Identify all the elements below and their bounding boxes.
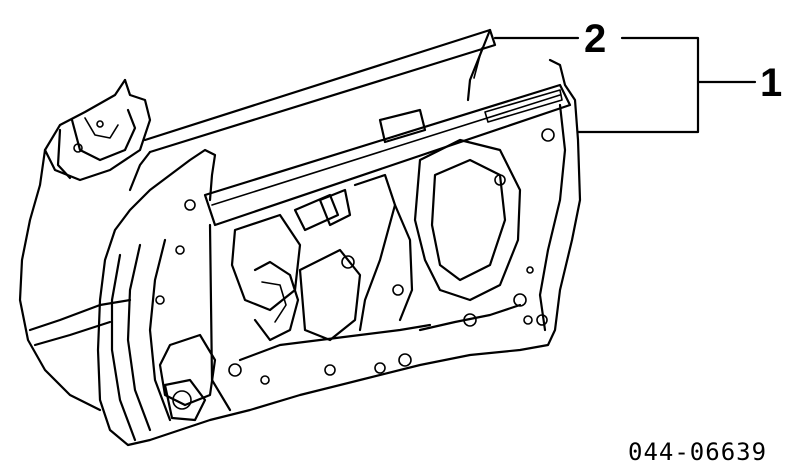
window-frame-weatherstrip bbox=[128, 28, 497, 192]
outer-door-shell bbox=[18, 78, 152, 412]
inner-door-panel bbox=[96, 58, 582, 447]
callout-1-bracket bbox=[576, 36, 757, 134]
callout-number-1: 1 bbox=[760, 61, 782, 105]
diagram-code: 044-06639 bbox=[628, 438, 767, 466]
callout-number-2: 2 bbox=[584, 17, 606, 61]
